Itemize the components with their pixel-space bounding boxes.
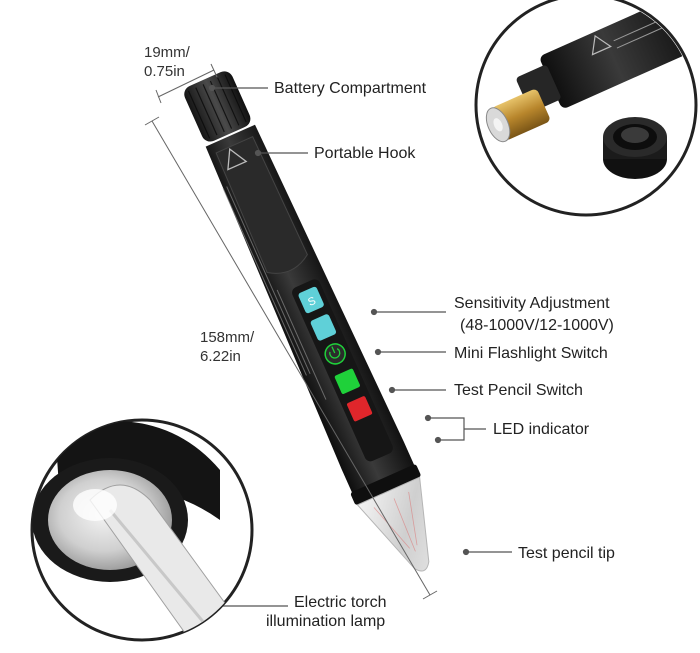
sensitivity-range-label: (48-1000V/12-1000V) xyxy=(460,317,614,334)
battery-compartment-label: Battery Compartment xyxy=(274,80,427,97)
illumination-lamp-label: illumination lamp xyxy=(266,613,386,630)
test-pencil-switch-label: Test Pencil Switch xyxy=(454,382,583,399)
length-in-label: 6.22in xyxy=(200,348,241,365)
flashlight-button xyxy=(310,314,337,341)
led-red xyxy=(347,396,373,422)
battery-detail-inset xyxy=(474,0,698,217)
portable-hook-label: Portable Hook xyxy=(314,145,416,162)
test-pencil-tip-label: Test pencil tip xyxy=(518,545,615,562)
length-dimension xyxy=(144,116,438,600)
electric-torch-label: Electric torch xyxy=(294,594,387,611)
svg-text:S: S xyxy=(306,295,318,309)
diameter-dimension xyxy=(155,63,218,104)
pen-body: S xyxy=(184,71,430,572)
diameter-mm-label: 19mm/ xyxy=(144,44,190,61)
led-indicator-label: LED indicator xyxy=(493,421,590,438)
power-button xyxy=(324,343,346,365)
diameter-in-label: 0.75in xyxy=(144,63,185,80)
lamp-detail-inset xyxy=(30,418,254,642)
led-green xyxy=(334,368,360,394)
length-mm-label: 158mm/ xyxy=(200,329,255,346)
battery-cap xyxy=(184,71,251,142)
sensitivity-button xyxy=(298,286,324,314)
mini-flashlight-switch-label: Mini Flashlight Switch xyxy=(454,345,608,362)
sensitivity-adjustment-label: Sensitivity Adjustment xyxy=(454,295,610,312)
portable-hook xyxy=(215,136,308,274)
